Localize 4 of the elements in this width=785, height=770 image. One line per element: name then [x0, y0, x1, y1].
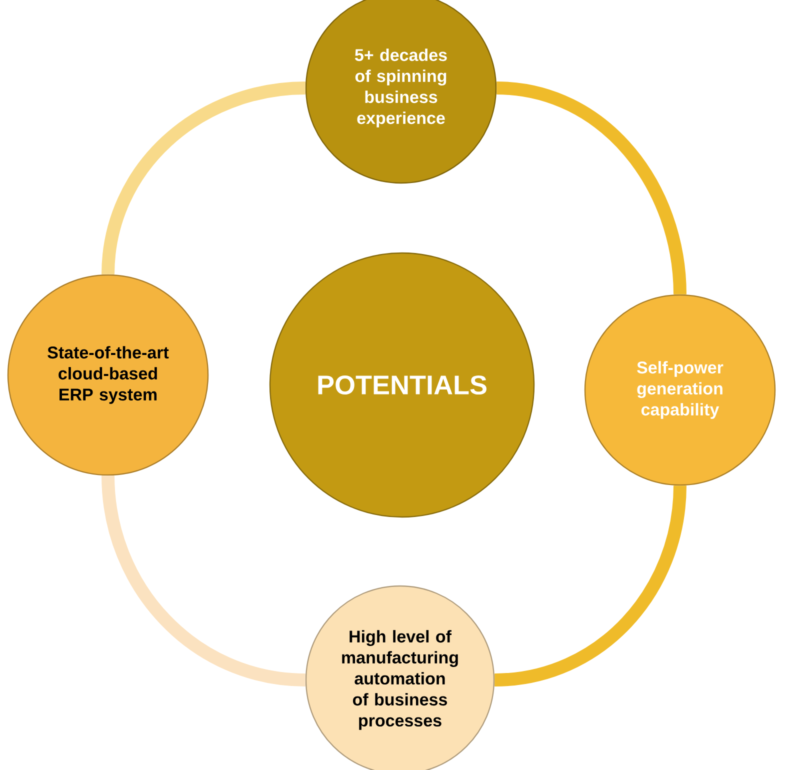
ring-arc	[494, 485, 686, 686]
ring-arc	[102, 82, 306, 275]
ring-arc	[496, 82, 686, 295]
ring-arc	[102, 475, 306, 686]
